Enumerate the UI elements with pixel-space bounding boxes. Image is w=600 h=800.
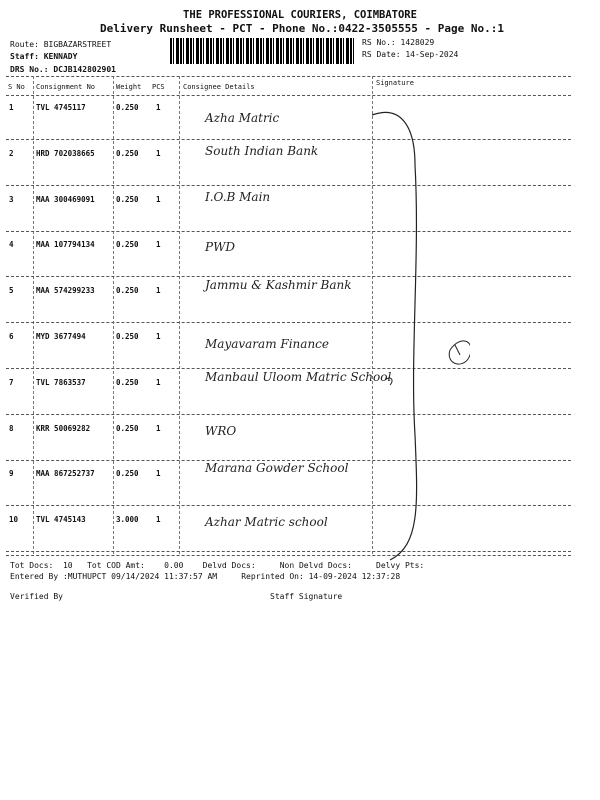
row-consignment-no: TVL 7863537 <box>36 377 86 387</box>
entered-by-line: Entered By :MUTHUPCT 09/14/2024 11:37:57… <box>10 572 401 581</box>
row-pcs: 1 <box>156 377 161 387</box>
drs-number: DRS No.: DCJB142802901 <box>10 65 116 74</box>
row-consignment-no: TVL 4745143 <box>36 515 86 525</box>
row-weight: 0.250 <box>116 286 139 296</box>
row-consignment-no: MAA 107794134 <box>36 240 95 250</box>
row-sno: 8 <box>9 423 14 433</box>
row-weight: 0.250 <box>116 148 139 158</box>
row-consignment-no: MAA 300469091 <box>36 194 95 204</box>
row-sno: 4 <box>9 240 14 250</box>
row-pcs: 1 <box>156 240 161 250</box>
row-weight: 0.250 <box>116 332 139 341</box>
row-weight: 0.250 <box>116 194 139 204</box>
row-pcs: 1 <box>156 103 161 112</box>
verified-by: Verified By <box>10 592 63 601</box>
barcode <box>170 38 355 64</box>
staff: Staff: KENNADY <box>10 52 78 61</box>
row-consignee: Mayavaram Finance <box>205 337 329 351</box>
staff-signature: Staff Signature <box>270 592 343 601</box>
row-pcs: 1 <box>156 469 161 479</box>
row-consignment-no: MAA 867252737 <box>36 469 95 479</box>
rs-date: RS Date: 14-Sep-2024 <box>362 50 459 59</box>
row-pcs: 1 <box>156 423 161 433</box>
row-weight: 0.250 <box>116 469 139 479</box>
row-sno: 5 <box>9 286 14 296</box>
row-consignment-no: KRR 50069282 <box>36 423 91 433</box>
rs-number: RS No.: 1428029 <box>362 38 435 47</box>
company-title: THE PROFESSIONAL COURIERS, COIMBATORE <box>183 9 417 21</box>
row-pcs: 1 <box>156 194 161 204</box>
col-pcs: PCS <box>152 83 165 91</box>
row-consignment-no: MYD 3677494 <box>36 332 86 341</box>
runsheet-subtitle: Delivery Runsheet - PCT - Phone No.:0422… <box>100 22 504 35</box>
row-sno: 7 <box>9 377 14 387</box>
row-pcs: 1 <box>156 148 161 158</box>
row-weight: 3.000 <box>116 515 139 525</box>
row-consignee: South Indian Bank <box>205 143 319 158</box>
row-consignment-no: HRD 702038665 <box>36 148 95 158</box>
row-pcs: 1 <box>156 332 161 341</box>
row-consignee: Azha Matric <box>205 111 280 125</box>
row-sno: 10 <box>9 515 19 525</box>
row-sno: 9 <box>9 469 14 479</box>
col-weight: Weight <box>116 83 142 91</box>
row-weight: 0.250 <box>116 423 139 433</box>
row-weight: 0.250 <box>116 240 139 250</box>
row-consignee: I.O.B Main <box>205 189 271 204</box>
row-consignee: PWD <box>205 240 236 255</box>
row-pcs: 1 <box>156 286 161 296</box>
row-sno: 3 <box>9 194 14 204</box>
row-sno: 2 <box>9 148 14 158</box>
row-consignee: Marana Gowder School <box>205 461 349 476</box>
col-consignee: Consignee Details <box>183 83 255 91</box>
row-sno: 1 <box>9 103 14 112</box>
row-consignee: Manbaul Uloom Matric School <box>205 369 392 384</box>
row-sno: 6 <box>9 332 14 341</box>
row-consignment-no: TVL 4745117 <box>36 103 86 112</box>
route: Route: BIGBAZARSTREET <box>10 40 112 49</box>
totals-line: Tot Docs: 10 Tot COD Amt: 0.00 Delvd Doc… <box>10 561 425 570</box>
signature-scribble <box>371 111 470 561</box>
row-consignee: Azhar Matric school <box>205 515 328 530</box>
row-weight: 0.250 <box>116 103 139 112</box>
col-consignment: Consignment No <box>36 83 96 91</box>
row-consignee: Jammu & Kashmir Bank <box>205 278 352 293</box>
col-signature: Signature <box>376 79 414 87</box>
row-consignment-no: MAA 574299233 <box>36 286 95 296</box>
row-consignee: WRO <box>205 423 237 438</box>
col-sno: S No <box>8 83 25 91</box>
row-pcs: 1 <box>156 515 161 525</box>
row-weight: 0.250 <box>116 377 139 387</box>
